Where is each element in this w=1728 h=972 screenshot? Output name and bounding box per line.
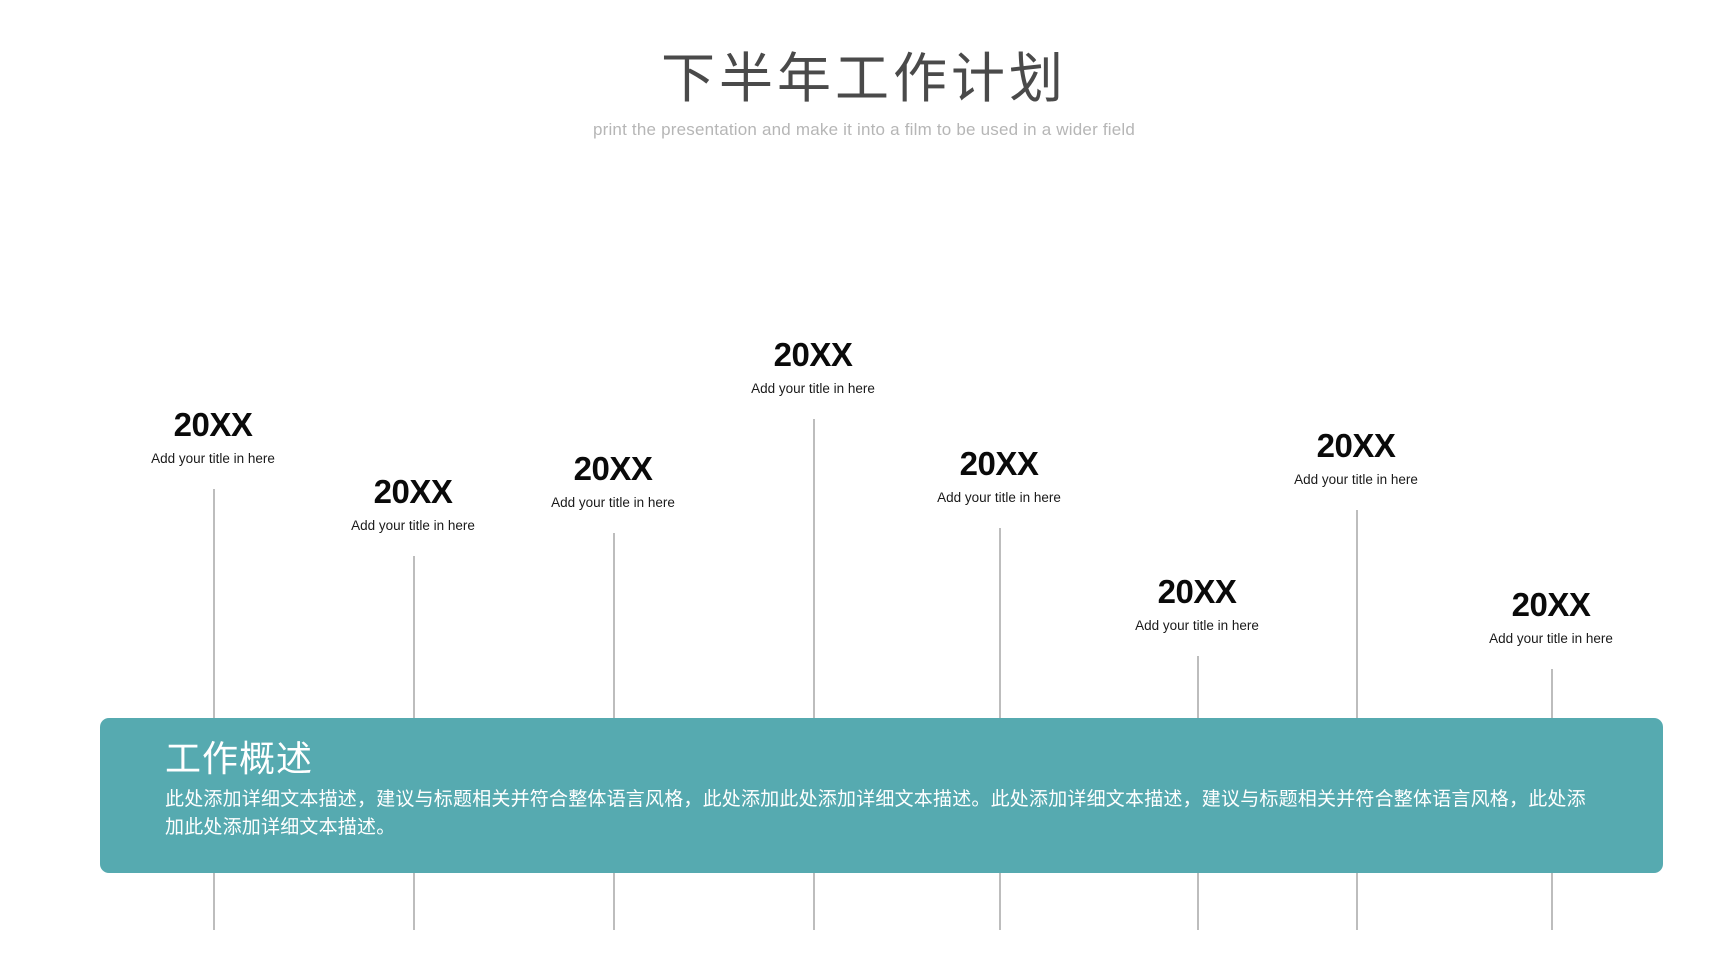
timeline-marker-7[interactable]: 20XX Add your title in here — [1294, 429, 1418, 487]
timeline-marker-8[interactable]: 20XX Add your title in here — [1489, 588, 1613, 646]
page-title: 下半年工作计划 — [661, 49, 1067, 109]
timeline-marker-year: 20XX — [173, 406, 253, 443]
slide-header: 下半年工作计划 print the presentation and make … — [0, 0, 1728, 140]
timeline-marker-year: 20XX — [373, 473, 453, 510]
timeline-connector-line — [213, 489, 215, 930]
timeline-marker-3[interactable]: 20XX Add your title in here — [551, 452, 675, 510]
timeline-marker-5[interactable]: 20XX Add your title in here — [937, 447, 1061, 505]
timeline-marker-6[interactable]: 20XX Add your title in here — [1135, 575, 1259, 633]
timeline-marker-year: 20XX — [959, 445, 1039, 482]
timeline-marker-caption: Add your title in here — [751, 381, 875, 396]
timeline-marker-caption: Add your title in here — [1489, 631, 1613, 646]
page-subtitle: print the presentation and make it into … — [592, 120, 1136, 140]
overview-heading: 工作概述 — [165, 738, 314, 779]
timeline-marker-1[interactable]: 20XX Add your title in here — [151, 408, 275, 466]
timeline-marker-caption: Add your title in here — [551, 495, 675, 510]
timeline-marker-year: 20XX — [1157, 573, 1237, 610]
timeline-marker-year: 20XX — [1511, 586, 1591, 623]
timeline-marker-caption: Add your title in here — [1294, 472, 1418, 487]
timeline-marker-year: 20XX — [1316, 427, 1396, 464]
timeline-marker-caption: Add your title in here — [351, 518, 475, 533]
timeline-marker-caption: Add your title in here — [151, 451, 275, 466]
timeline-marker-2[interactable]: 20XX Add your title in here — [351, 475, 475, 533]
timeline-marker-caption: Add your title in here — [1135, 618, 1259, 633]
timeline-marker-year: 20XX — [573, 450, 653, 487]
timeline-marker-year: 20XX — [773, 336, 853, 373]
timeline-marker-4[interactable]: 20XX Add your title in here — [751, 338, 875, 396]
timeline-connector-line — [813, 419, 815, 930]
timeline-marker-caption: Add your title in here — [937, 490, 1061, 505]
overview-panel: 工作概述 此处添加详细文本描述，建议与标题相关并符合整体语言风格，此处添加此处添… — [100, 718, 1663, 873]
overview-body-text: 此处添加详细文本描述，建议与标题相关并符合整体语言风格，此处添加此处添加详细文本… — [165, 788, 1586, 839]
